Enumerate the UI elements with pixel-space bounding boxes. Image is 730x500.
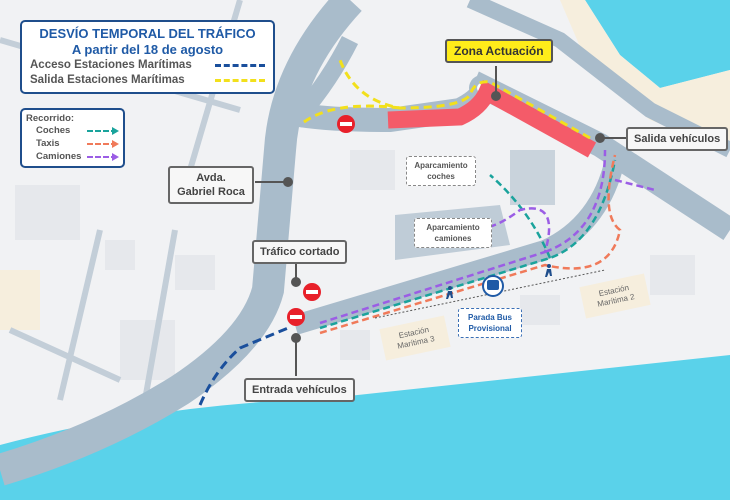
dash-swatch (215, 64, 265, 67)
sea-bottom (0, 355, 730, 500)
entrada-vehiculos-label: Entrada vehículos (244, 378, 355, 402)
salida-vehiculos-label: Salida vehículos (626, 127, 729, 151)
legend-box: DESVÍO TEMPORAL DEL TRÁFICO A partir del… (20, 20, 275, 94)
pedestrian-icon (446, 286, 453, 299)
aparcamiento-coches-label: Aparcamiento coches (406, 156, 476, 186)
no-entry-icon (287, 308, 305, 326)
callout-lines (255, 66, 628, 376)
arrow-icon (87, 152, 120, 161)
route-label: Coches (36, 125, 71, 136)
bus-stop-icon (482, 275, 504, 297)
trafico-cortado-label: Tráfico cortado (252, 240, 348, 264)
route-exit-yellow (299, 59, 591, 140)
sea-top-right (585, 0, 730, 88)
route-camiones (319, 149, 656, 325)
dash-swatch (215, 79, 265, 82)
road-north (293, 35, 359, 121)
legend-row-access: Acceso Estaciones Marítimas (30, 58, 265, 73)
arrow-icon (87, 139, 120, 148)
route-legend-title: Recorrido: (26, 113, 75, 124)
block-beige (0, 270, 40, 330)
legend-label: Salida Estaciones Marítimas (30, 74, 185, 86)
route-row-camiones: Camiones (26, 150, 120, 163)
road-avda-gabriel-roca (0, 0, 362, 486)
route-row-coches: Coches (26, 124, 120, 137)
arrow-icon (87, 126, 120, 135)
legend-label: Acceso Estaciones Marítimas (30, 59, 192, 71)
avenida-label: Avda. Gabriel Roca (168, 166, 254, 204)
legend-row-exit: Salida Estaciones Marítimas (30, 73, 265, 88)
route-row-taxis: Taxis (26, 137, 120, 150)
quay-top-right (560, 0, 730, 150)
route-access-blue (198, 326, 289, 406)
no-entry-icon (337, 115, 355, 133)
pedestrian-icon (545, 264, 552, 277)
buildings (15, 150, 695, 380)
route-label: Taxis (36, 138, 60, 149)
zona-actuacion-area (387, 80, 597, 158)
legend-subtitle: A partir del 18 de agosto (71, 42, 224, 57)
route-legend-box: Recorrido: Coches Taxis Camiones (20, 108, 126, 168)
zona-actuacion-label: Zona Actuación (445, 39, 553, 63)
route-label: Camiones (36, 151, 82, 162)
parada-bus-label: Parada Bus Provisional (458, 308, 522, 338)
no-entry-icon (303, 283, 321, 301)
aparcamiento-camiones-label: Aparcamiento camiones (414, 218, 492, 248)
legend-title: DESVÍO TEMPORAL DEL TRÁFICO (39, 26, 256, 41)
route-coches (319, 159, 617, 330)
